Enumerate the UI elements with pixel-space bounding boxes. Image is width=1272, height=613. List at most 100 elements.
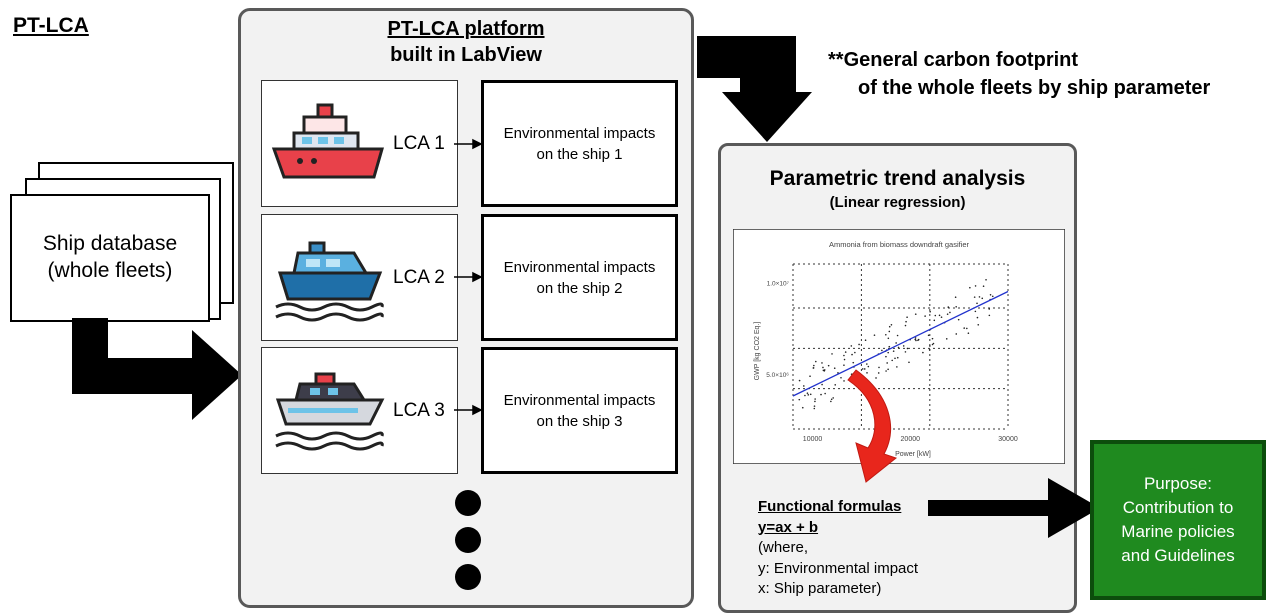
scatter-point (938, 314, 941, 317)
impact-box-1: Environmental impacts on the ship 1 (481, 80, 678, 207)
scatter-point (928, 348, 931, 351)
scatter-point (887, 368, 889, 371)
functional-formulas: Functional formulas y=ax + b (where, y: … (758, 497, 918, 600)
scatter-point (802, 385, 805, 387)
scatter-point (897, 346, 900, 349)
continuation-dot-2 (455, 527, 481, 553)
x-tick-label: 10000 (803, 436, 823, 443)
scatter-point (866, 363, 868, 365)
scatter-point (982, 285, 985, 287)
purpose-line2: Contribution to (1122, 498, 1234, 517)
scatter-point (985, 278, 987, 281)
scatter-point (988, 314, 991, 317)
scatter-point (895, 342, 897, 344)
database-line2: (whole fleets) (47, 259, 173, 282)
scatter-point (885, 370, 887, 372)
platform-title-line2: built in LabView (390, 44, 542, 66)
note-line1: **General carbon footprint (828, 49, 1079, 71)
scatter-point (809, 375, 811, 378)
database-to-platform-arrow (72, 318, 242, 420)
scatter-point (914, 337, 917, 339)
scatter-point (988, 308, 991, 310)
scatter-point (914, 338, 917, 341)
scatter-point (905, 320, 907, 323)
carbon-footprint-note: **General carbon footprint of the whole … (828, 46, 1210, 102)
scatter-point (812, 367, 815, 369)
scatter-point (843, 358, 846, 361)
formula-where: (where, (758, 539, 809, 556)
scatter-point (917, 339, 919, 342)
scatter-point (978, 296, 981, 298)
scatter-point (947, 306, 950, 308)
trend-subtitle: (Linear regression) (829, 194, 966, 211)
scatter-point (832, 397, 834, 399)
impact-box-2: Environmental impacts on the ship 2 (481, 214, 678, 341)
scatter-point (989, 293, 992, 296)
scatter-point (831, 353, 833, 355)
platform-title-line1: PT-LCA platform (387, 18, 545, 40)
scatter-point (815, 360, 817, 363)
scatter-point (924, 315, 926, 317)
database-sheet-front (10, 194, 210, 322)
chart-points (798, 278, 994, 410)
scatter-point (976, 302, 978, 305)
impact-1-line2: on the ship 1 (536, 145, 623, 163)
scatter-point (863, 368, 866, 370)
scatter-point (830, 400, 832, 403)
scatter-point (844, 351, 847, 353)
scatter-point (967, 332, 970, 335)
scatter-point (885, 355, 887, 358)
scatter-point (991, 295, 994, 298)
scatter-point (888, 345, 891, 348)
scatter-point (867, 365, 870, 368)
page-title: PT-LCA (13, 14, 89, 37)
scatter-point (820, 393, 822, 396)
scatter-point (873, 334, 876, 336)
ship-3-box: LCA 3 (261, 347, 458, 474)
scatter-point (929, 310, 931, 313)
scatter-point (822, 366, 824, 369)
scatter-point (843, 380, 845, 382)
scatter-point (906, 316, 908, 318)
note-line2: of the whole fleets by ship parameter (858, 77, 1211, 99)
scatter-point (934, 314, 937, 317)
scatter-point (922, 351, 924, 354)
scatter-point (902, 345, 905, 347)
scatter-point (940, 316, 943, 318)
scatter-point (931, 337, 934, 340)
scatter-point (854, 351, 856, 354)
y-tick-label: 1.0×10⁷ (767, 280, 790, 287)
yacht-icon (275, 372, 385, 451)
scatter-point (804, 394, 806, 397)
chart-ylabel: GWP [kg CO2 Eq.] (754, 322, 761, 381)
scatter-point (976, 316, 979, 319)
chart-xlabel: Power [kW] (895, 451, 931, 458)
scatter-point (821, 362, 823, 364)
chart-grid (792, 263, 1009, 430)
scatter-point (837, 372, 839, 374)
scatter-point (954, 296, 957, 298)
scatter-point (875, 377, 877, 379)
chart-title: Ammonia from biomass downdraft gasifier (829, 240, 970, 249)
scatter-point (914, 313, 917, 315)
regression-chart: Ammonia from biomass downdraft gasifier … (733, 229, 1065, 464)
lca-2-label: LCA 2 (393, 267, 445, 288)
scatter-point (908, 361, 910, 364)
chart-frame (733, 229, 1065, 464)
purpose-line4: and Guidelines (1121, 546, 1235, 565)
impact-box-3: Environmental impacts on the ship 3 (481, 347, 678, 474)
scatter-point (798, 398, 801, 401)
scatter-point (981, 297, 984, 300)
scatter-point (840, 376, 842, 379)
scatter-point (894, 357, 896, 360)
purpose-line1: Purpose: (1143, 474, 1213, 493)
impact-3-line2: on the ship 3 (536, 412, 623, 430)
ship-database-label: Ship database (whole fleets) (12, 196, 208, 318)
motor-boat-icon (275, 241, 384, 322)
platform-title: PT-LCA platform built in LabView (238, 16, 694, 68)
x-tick-label: 30000 (998, 436, 1018, 443)
scatter-point (888, 330, 891, 333)
